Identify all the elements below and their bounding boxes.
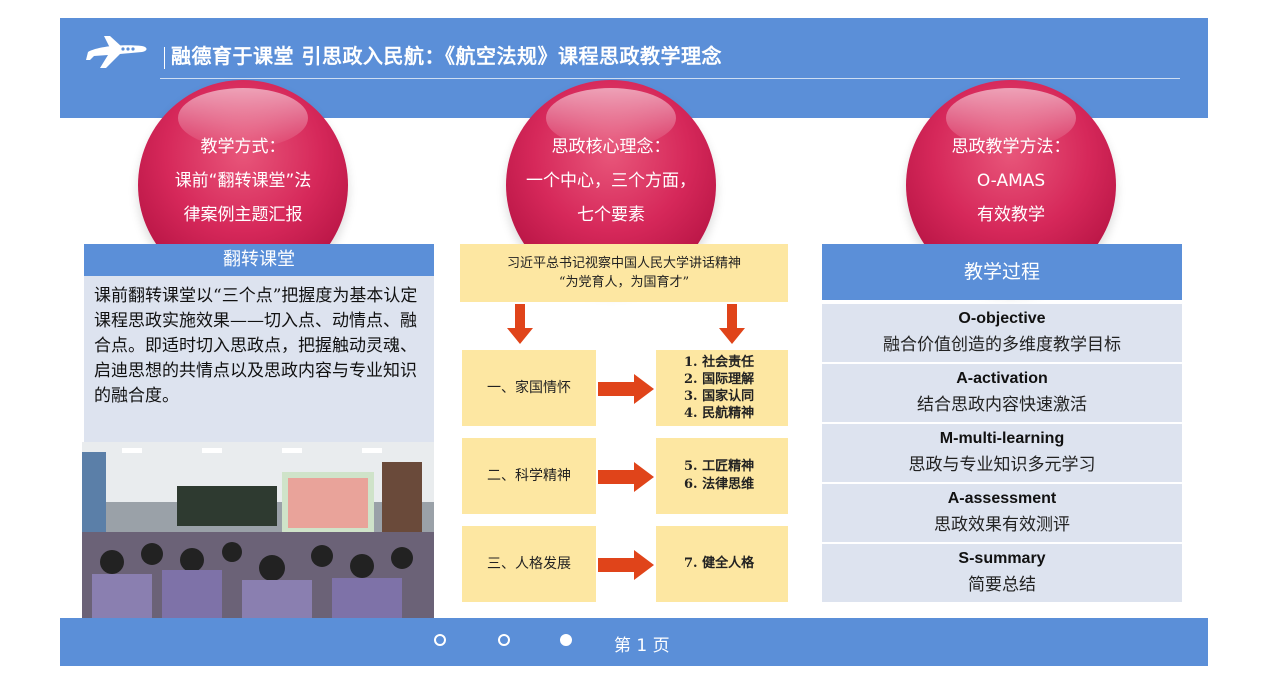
step-code: A-assessment — [947, 490, 1057, 507]
teaching-process-heading: 教学过程 — [822, 244, 1182, 300]
bubble-line: 思政教学方法： — [951, 137, 1071, 157]
page-dot-2[interactable] — [498, 634, 510, 646]
step-code: O-objective — [958, 310, 1046, 327]
dimension-box: 二、科学精神 — [462, 438, 596, 514]
right-arrow — [598, 550, 654, 580]
page-number: 第 1 页 — [614, 636, 670, 656]
slide: 融德育于课堂 引思政入民航：《航空法规》课程思政教学理念 教学方式： 课前“翻转… — [60, 18, 1208, 666]
element-box: 7. 健全人格 — [656, 526, 788, 602]
element-item: 2. 国际理解 — [684, 372, 755, 387]
process-step: A-assessment 思政效果有效测评 — [822, 484, 1182, 542]
bubble-line: O-AMAS — [976, 171, 1046, 191]
element-item: 1. 社会责任 — [684, 355, 755, 370]
flipped-class-text: 课前翻转课堂以“三个点”把握度为基本认定课程思政实施效果——切入点、动情点、融合… — [84, 276, 434, 442]
bubble-line: 课前“翻转课堂”法 — [174, 171, 312, 191]
header-rule — [160, 78, 1180, 79]
element-item: 7. 健全人格 — [684, 556, 755, 571]
speech-line-2: “为党育人，为国育才” — [558, 275, 690, 290]
airplane-icon — [86, 36, 147, 68]
step-desc: 简要总结 — [968, 575, 1036, 595]
dimension-box: 三、人格发展 — [462, 526, 596, 602]
down-arrow-right — [719, 304, 745, 344]
page-dot-1[interactable] — [434, 634, 446, 646]
step-desc: 结合思政内容快速激活 — [917, 395, 1087, 415]
page-title: 融德育于课堂 引思政入民航：《航空法规》课程思政教学理念 — [164, 40, 722, 69]
bubble-line: 一个中心，三个方面， — [526, 171, 696, 191]
process-step: O-objective 融合价值创造的多维度教学目标 — [822, 304, 1182, 362]
footer-bar: 第 1 页 — [60, 618, 1208, 666]
bubble-line: 教学方式： — [200, 137, 286, 157]
step-code: M-multi-learning — [939, 430, 1065, 447]
element-box: 1. 社会责任 2. 国际理解 3. 国家认同 4. 民航精神 — [656, 350, 788, 426]
element-item: 4. 民航精神 — [684, 406, 755, 421]
flipped-class-heading: 翻转课堂 — [84, 244, 434, 276]
speech-spirit-box: 习近平总书记视察中国人民大学讲话精神 “为党育人，为国育才” — [460, 244, 788, 302]
element-item: 6. 法律思维 — [684, 477, 755, 492]
element-box: 5. 工匠精神 6. 法律思维 — [656, 438, 788, 514]
dimension-box: 一、家国情怀 — [462, 350, 596, 426]
process-step: S-summary 简要总结 — [822, 544, 1182, 602]
bubble-line: 七个要素 — [577, 205, 645, 225]
step-code: A-activation — [956, 370, 1048, 387]
right-arrow — [598, 462, 654, 492]
classroom-photo — [82, 442, 434, 618]
page-dot-3[interactable] — [560, 634, 572, 646]
bubble-line: 律案例主题汇报 — [183, 205, 303, 225]
step-desc: 思政效果有效测评 — [934, 515, 1070, 535]
process-step: M-multi-learning 思政与专业知识多元学习 — [822, 424, 1182, 482]
speech-line-1: 习近平总书记视察中国人民大学讲话精神 — [506, 256, 741, 271]
bubble-line: 有效教学 — [977, 205, 1045, 225]
step-desc: 融合价值创造的多维度教学目标 — [883, 335, 1121, 355]
element-item: 3. 国家认同 — [684, 389, 755, 404]
bubble-line: 思政核心理念： — [551, 137, 671, 157]
element-item: 5. 工匠精神 — [684, 459, 755, 474]
right-arrow — [598, 374, 654, 404]
process-step: A-activation 结合思政内容快速激活 — [822, 364, 1182, 422]
step-desc: 思政与专业知识多元学习 — [908, 455, 1096, 475]
step-code: S-summary — [958, 550, 1046, 567]
down-arrow-left — [507, 304, 533, 344]
